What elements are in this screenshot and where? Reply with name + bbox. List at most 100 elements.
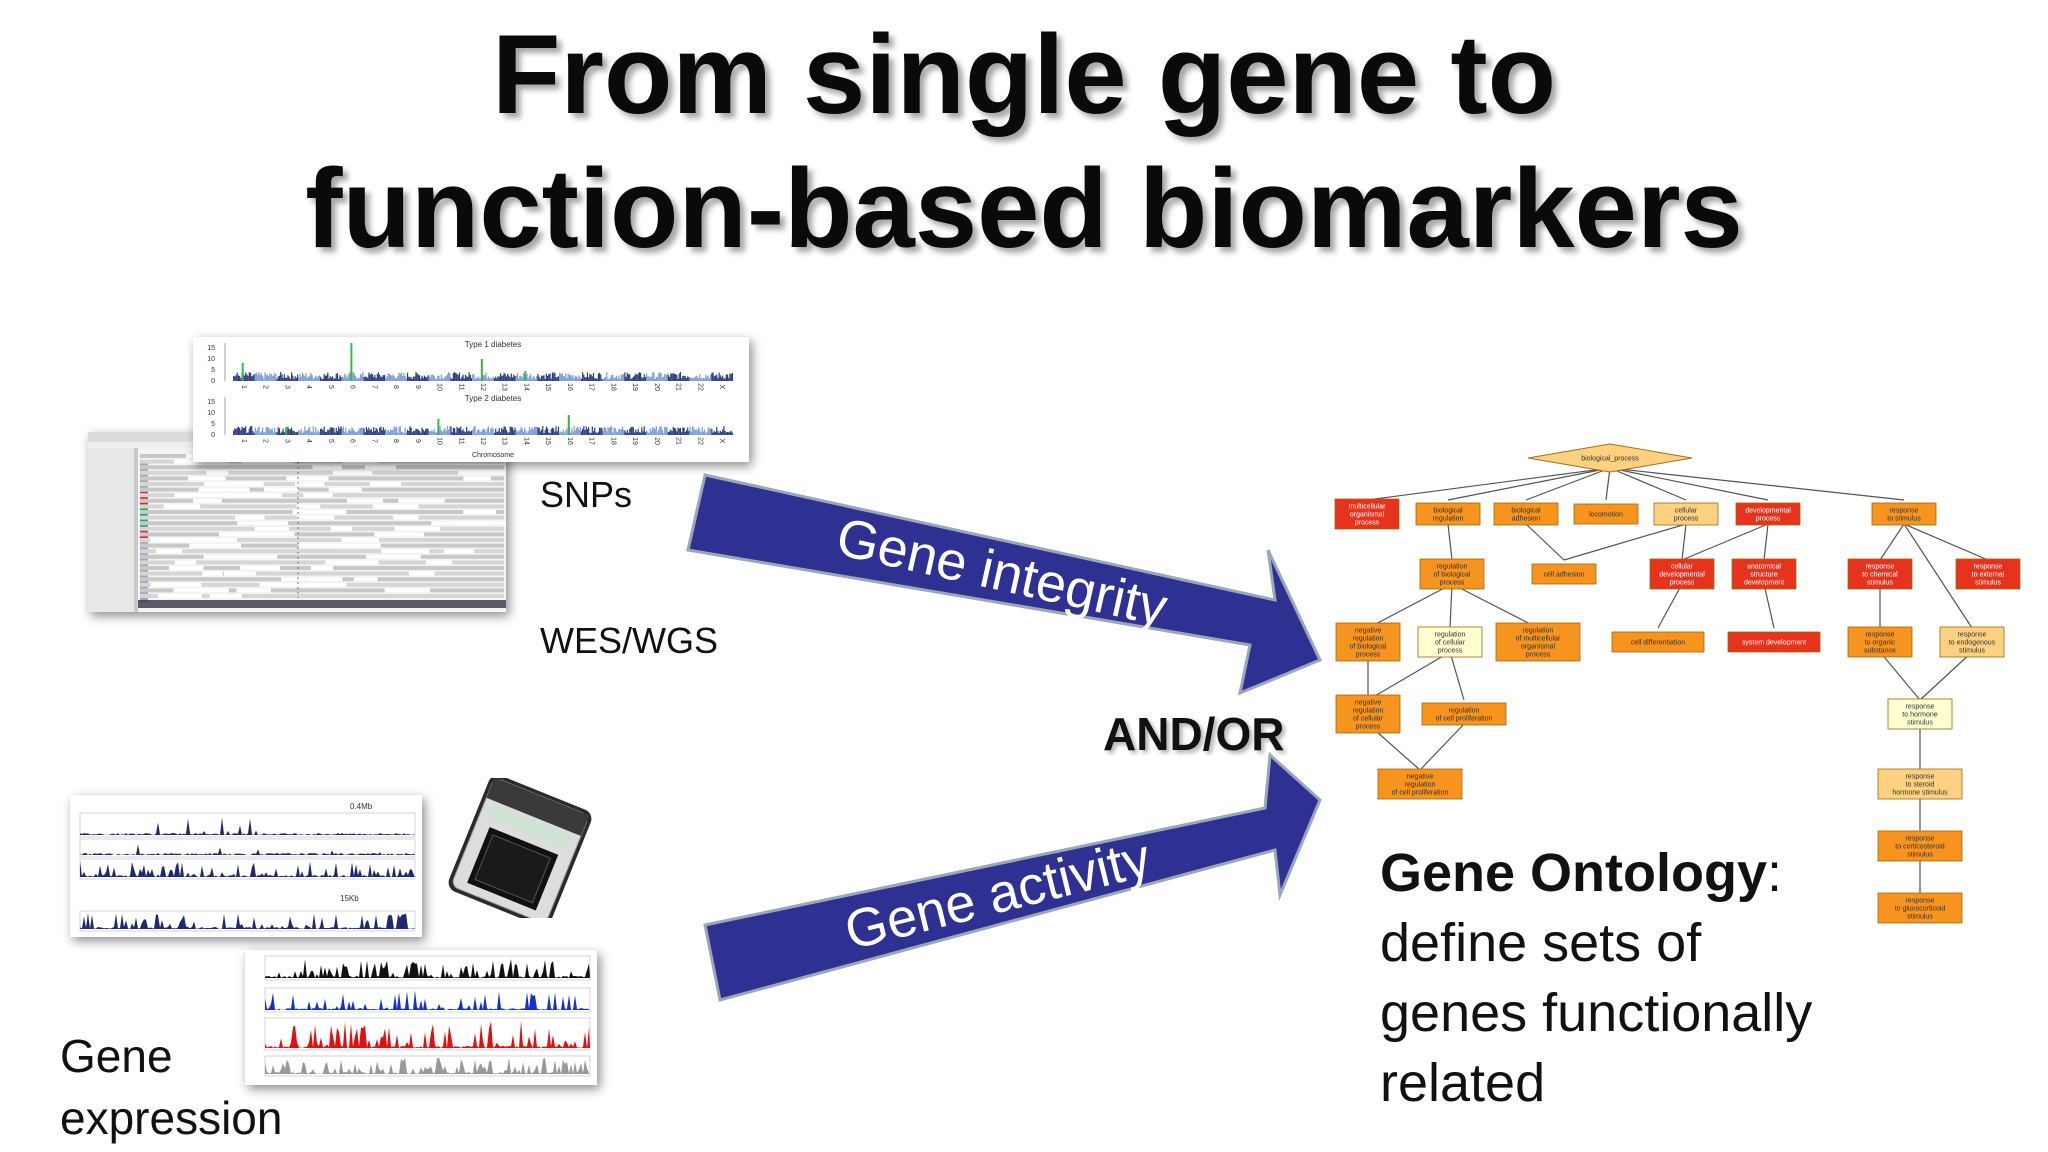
read-gap [312,465,342,470]
read-gap [198,487,250,492]
manhattan-point [456,373,458,381]
manhattan-point [352,372,354,381]
manhattan-point [330,377,333,381]
go-edge [1449,583,1453,629]
manhattan-point [720,431,723,435]
manhattan-point [509,426,511,435]
go-edge [1525,467,1611,501]
manhattan-point [347,374,349,381]
manhattan-point [416,429,418,435]
manhattan-point [711,428,713,435]
manhattan-point [679,372,682,381]
manhattan-point [272,432,275,435]
manhattan-point [624,372,626,381]
manhattan-point [567,373,569,381]
manhattan-point [694,430,696,435]
manhattan-chrom-label: 22 [696,437,703,445]
manhattan-point [463,431,465,435]
go-node-label: stimulus [1975,580,2001,587]
manhattan-chrom-label: 6 [349,385,356,389]
manhattan-point [682,427,684,435]
manhattan-point [476,378,479,381]
manhattan-point [470,430,473,435]
read-gap [259,582,317,587]
manhattan-point [359,428,362,435]
gene-activity-arrow-shape [703,751,1322,1002]
manhattan-point [668,376,671,381]
read-gap [192,498,222,503]
go-node-label: to glucocorticoid [1895,906,1946,913]
manhattan-chrom-label: 20 [653,383,660,391]
manhattan-point [345,375,347,381]
manhattan-point [234,428,236,435]
manhattan-point [641,427,643,435]
manhattan-point [579,427,581,435]
go-node-label: regulation [1353,708,1384,715]
go-edge [1763,523,1769,561]
manhattan-point [469,374,471,381]
manhattan-point [397,376,399,381]
track-frame [264,955,591,981]
manhattan-point [260,431,262,435]
manhattan-point [656,376,659,381]
manhattan-point [312,426,314,435]
manhattan-point [239,427,241,435]
manhattan-point [592,431,595,435]
manhattan-point [350,430,352,435]
go-node-label: stimulus [1907,852,1933,859]
manhattan-ytick: 15 [207,399,215,406]
manhattan-point [609,377,612,381]
manhattan-point [583,374,585,381]
manhattan-point [329,427,331,435]
manhattan-point [446,374,448,381]
read-gap [189,543,242,548]
manhattan-point [586,428,589,435]
manhattan-point [276,378,278,381]
manhattan-point [451,378,453,381]
manhattan-point [386,376,388,381]
manhattan-chrom-label: 4 [305,385,312,389]
manhattan-point [572,431,574,435]
go-node-label: hormone stimulus [1892,790,1948,797]
go-node-label: of cellular [1435,640,1466,647]
manhattan-point [290,427,293,435]
manhattan-point [682,375,684,381]
manhattan-point [311,431,313,435]
read-row [140,498,504,503]
manhattan-point [613,427,615,435]
go-node-lo: locomotion [1573,503,1639,525]
manhattan-point [306,430,308,435]
manhattan-point [585,426,587,435]
manhattan-point [716,427,718,435]
go-node-label: regulation [1437,564,1468,571]
manhattan-point [404,375,406,381]
manhattan-point [309,426,311,435]
go-node-label: of cellular [1353,716,1384,723]
manhattan-point [426,377,428,381]
go-node-label: to stimulus [1887,516,1921,523]
manhattan-point [332,376,334,381]
manhattan-point [533,426,535,435]
manhattan-point [662,432,665,435]
manhattan-point [493,378,496,381]
go-edge [1609,467,1769,501]
manhattan-point [613,378,615,381]
manhattan-point [510,373,512,381]
manhattan-point [249,372,252,381]
manhattan-point [429,377,432,381]
read-row [140,487,504,492]
manhattan-point [503,372,505,381]
go-node-label: of multicellular [1516,636,1561,643]
go-node-label: regulation [1449,708,1480,715]
manhattan-point [334,378,336,381]
go-node-label: cell adhesion [1544,572,1585,579]
manhattan-point [490,428,492,435]
manhattan-point [303,431,305,435]
manhattan-point [315,375,317,381]
manhattan-point [252,431,254,435]
manhattan-point [428,375,430,381]
manhattan-point [444,427,446,435]
manhattan-point [630,427,632,435]
manhattan-point [237,375,240,381]
